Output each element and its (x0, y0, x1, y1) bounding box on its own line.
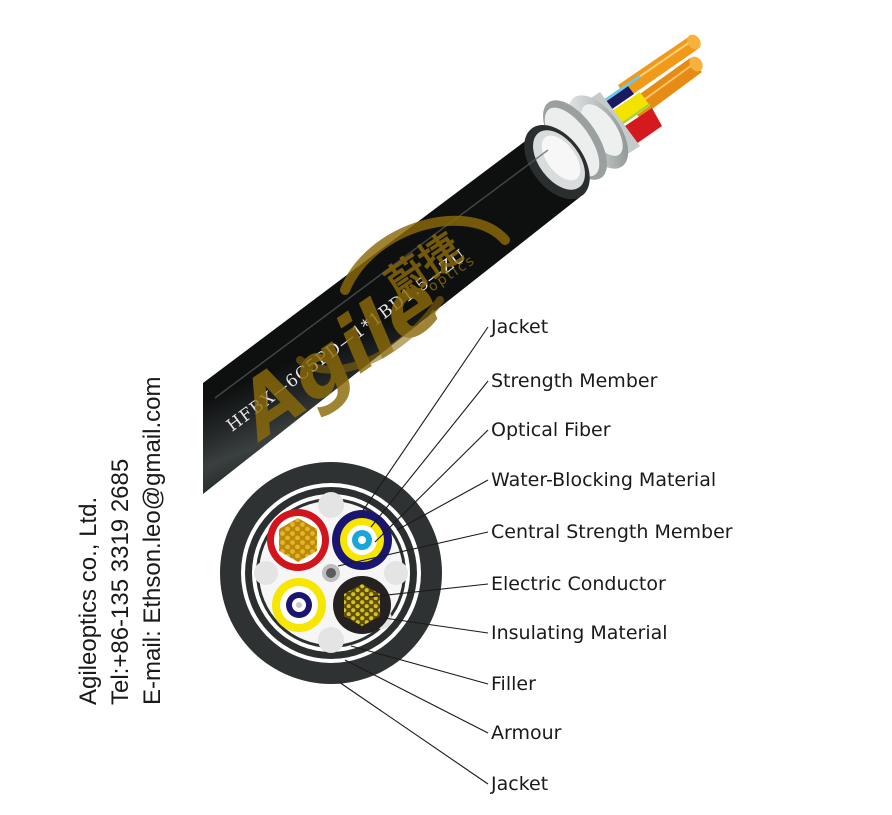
leader-lines (337, 326, 489, 785)
electric-conductor-red (267, 509, 329, 571)
label-insulating-material: Insulating Material (491, 622, 668, 644)
label-filler: Filler (491, 673, 536, 695)
label-central-strength-member: Central Strength Member (491, 521, 733, 543)
label-optical-fiber: Optical Fiber (491, 419, 611, 441)
optical-unit (332, 510, 392, 570)
phone-number: Tel:+86-135 3319 2685 (107, 458, 134, 705)
label-jacket-inner: Jacket (491, 773, 549, 795)
email-address: E-mail: Ethson.leo@gmail.com (139, 376, 166, 705)
optical-fiber-unit (272, 578, 326, 632)
electric-conductor-dark (333, 576, 391, 634)
cross-section (220, 462, 442, 684)
label-strength-member: Strength Member (491, 370, 658, 392)
label-electric-conductor: Electric Conductor (491, 573, 666, 595)
label-armour: Armour (491, 722, 562, 744)
label-jacket-outer: Jacket (491, 316, 549, 338)
company-name: Agileoptics co., Ltd. (75, 496, 102, 705)
central-strength-member (322, 564, 340, 582)
contact-block: Agileoptics co., Ltd. Tel:+86-135 3319 2… (73, 235, 175, 705)
label-water-blocking-material: Water-Blocking Material (491, 469, 717, 491)
